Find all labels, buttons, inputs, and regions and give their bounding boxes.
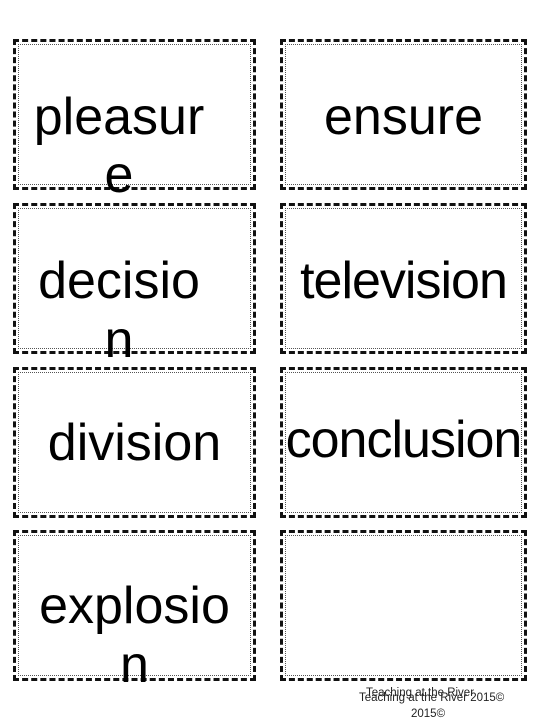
word-card-1: [13, 39, 256, 190]
word-card-5: [13, 367, 256, 518]
card-word-line: e: [104, 146, 134, 204]
card-word-line: explosio: [39, 577, 230, 635]
word-card-3: [13, 203, 256, 354]
word-card-2: [280, 39, 527, 190]
word-card-4: [280, 203, 527, 354]
card-word-line: conclusion: [285, 411, 523, 469]
word-card-7: [13, 530, 256, 681]
word-card-6: [280, 367, 527, 518]
card-word-line: n: [120, 636, 149, 694]
credit-text-overlay: Teaching at the River: [366, 687, 475, 699]
card-word-line: division: [47, 414, 222, 472]
card-word-line: pleasur: [33, 88, 205, 146]
card-word-line: television: [300, 252, 508, 310]
card-word-line: ensure: [324, 88, 483, 146]
card-word-line: decisio: [38, 252, 200, 310]
word-card-8-blank: [280, 530, 527, 681]
credit-year-overlay: 2015©: [411, 708, 446, 720]
credit-text: Teaching at the River 2015©: [359, 692, 505, 704]
card-word-line: n: [104, 311, 134, 369]
